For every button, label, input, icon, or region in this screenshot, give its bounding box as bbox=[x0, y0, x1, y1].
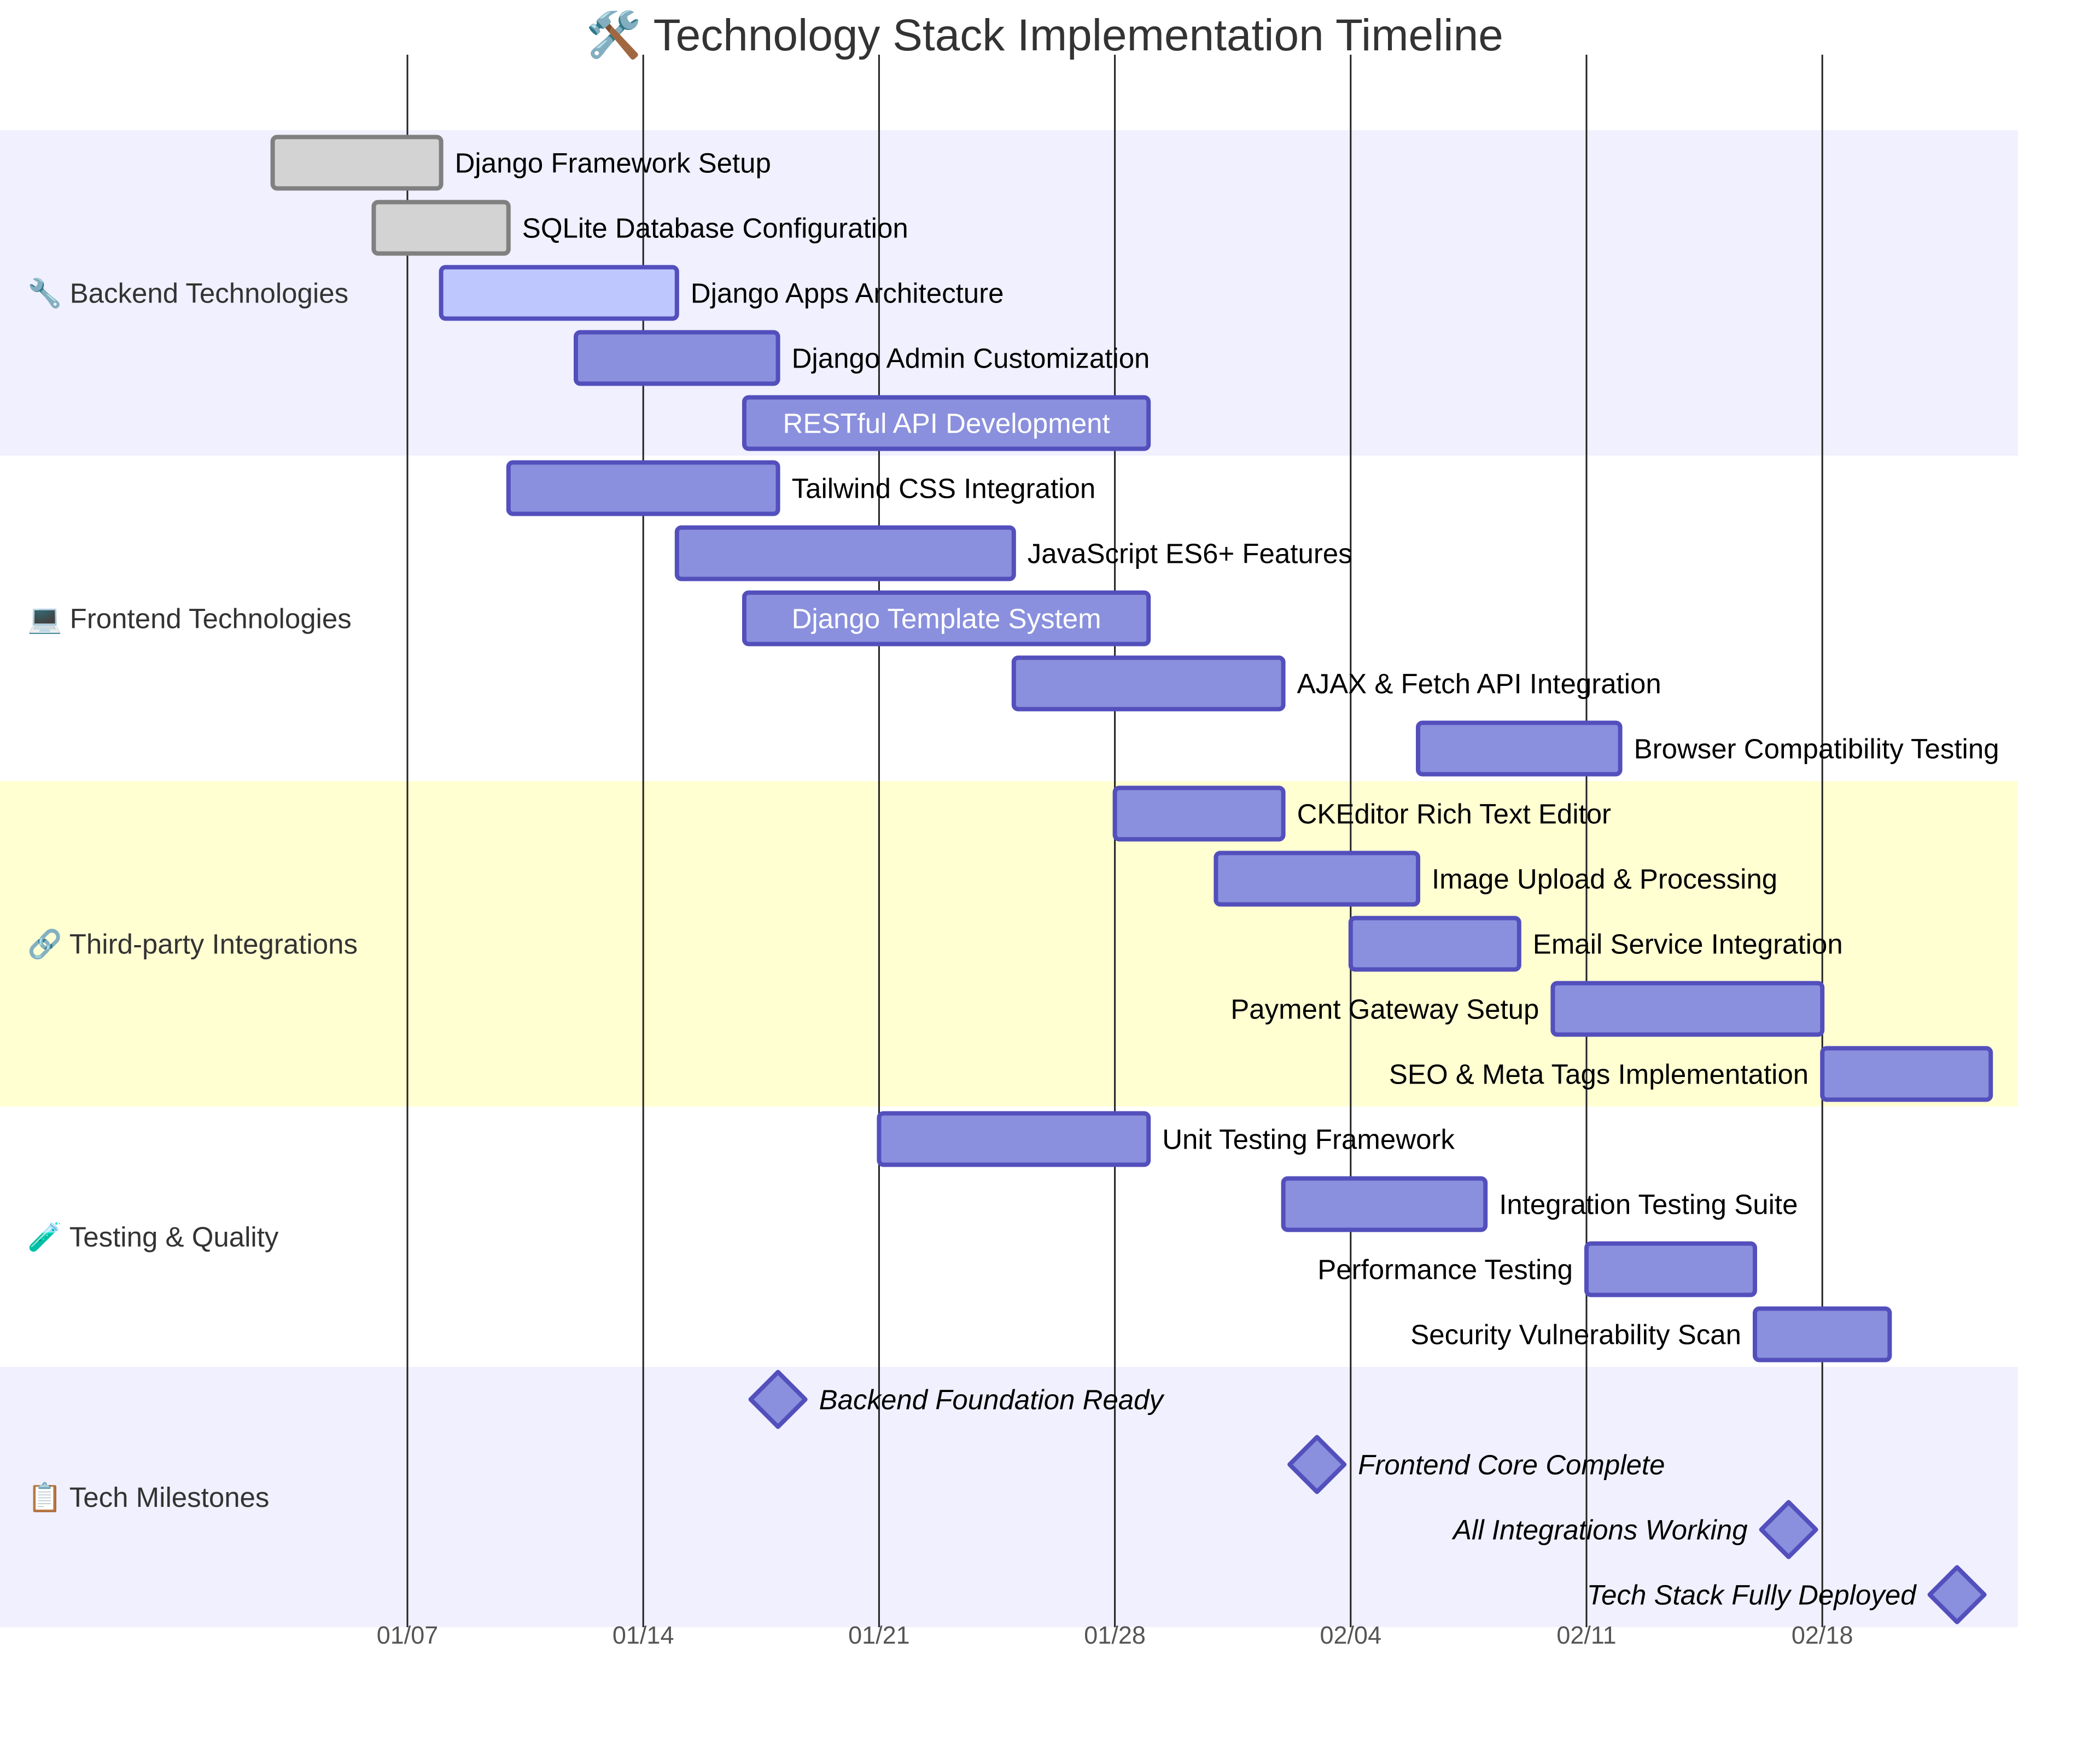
x-tick-label: 02/04 bbox=[1320, 1621, 1381, 1649]
task-bar bbox=[742, 590, 1151, 647]
task-bar bbox=[742, 395, 1151, 451]
task-bar bbox=[506, 460, 780, 516]
task-label: AJAX & Fetch API Integration bbox=[1297, 668, 1661, 700]
task-label: Browser Compatibility Testing bbox=[1634, 733, 1999, 765]
task-label: Unit Testing Framework bbox=[1162, 1124, 1455, 1155]
task-label: CKEditor Rich Text Editor bbox=[1297, 799, 1611, 830]
x-axis-ticks: 01/07 01/14 01/21 01/28 02/04 02/11 02/18 bbox=[377, 1621, 1853, 1649]
task-label: Django Apps Architecture bbox=[691, 278, 1004, 309]
chart-title: 🛠️ Technology Stack Implementation Timel… bbox=[586, 8, 1503, 60]
task-label: SQLite Database Configuration bbox=[522, 213, 908, 244]
x-tick-label: 01/28 bbox=[1084, 1621, 1146, 1649]
task-label: Django Admin Customization bbox=[792, 343, 1150, 374]
x-tick-label: 01/07 bbox=[377, 1621, 439, 1649]
milestone-marker bbox=[1287, 1435, 1347, 1494]
task-bar bbox=[574, 330, 780, 386]
section-label: 📋 Tech Milestones bbox=[27, 1481, 269, 1513]
milestone-label: Frontend Core Complete bbox=[1358, 1449, 1665, 1481]
task-bar bbox=[439, 265, 679, 321]
milestone-marker bbox=[748, 1370, 808, 1429]
milestone-marker bbox=[1927, 1565, 1987, 1624]
x-tick-label: 01/14 bbox=[612, 1621, 674, 1649]
task-bar bbox=[1416, 720, 1623, 777]
x-tick-label: 01/21 bbox=[848, 1621, 910, 1649]
task-bar bbox=[1753, 1306, 1892, 1362]
section-labels: 🔧 Backend Technologies 💻 Frontend Technol… bbox=[27, 277, 358, 1514]
task-bar bbox=[1011, 655, 1286, 712]
task-bar bbox=[1550, 981, 1825, 1037]
x-tick-label: 02/11 bbox=[1556, 1621, 1616, 1649]
task-bar bbox=[1214, 851, 1420, 907]
milestone-marker bbox=[1759, 1500, 1818, 1559]
milestone-label: All Integrations Working bbox=[1451, 1515, 1748, 1546]
task-label: Performance Testing bbox=[1317, 1254, 1573, 1285]
task-label: Tailwind CSS Integration bbox=[792, 473, 1096, 504]
task-label: Payment Gateway Setup bbox=[1230, 994, 1539, 1025]
task-label: Security Vulnerability Scan bbox=[1410, 1319, 1741, 1350]
section-band bbox=[0, 781, 2018, 1107]
task-bar bbox=[1348, 916, 1521, 972]
task-label: SEO & Meta Tags Implementation bbox=[1389, 1059, 1809, 1090]
task-label: JavaScript ES6+ Features bbox=[1028, 538, 1352, 569]
task-label: Email Service Integration bbox=[1533, 929, 1843, 960]
milestone-label: Backend Foundation Ready bbox=[819, 1384, 1165, 1416]
task-bar bbox=[674, 525, 1016, 581]
x-tick-label: 02/18 bbox=[1792, 1621, 1853, 1649]
milestone-label: Tech Stack Fully Deployed bbox=[1587, 1580, 1917, 1611]
section-label: 💻 Frontend Technologies bbox=[27, 603, 352, 635]
section-label: 🔧 Backend Technologies bbox=[27, 277, 348, 310]
task-bar bbox=[1820, 1046, 1993, 1102]
task-label: Integration Testing Suite bbox=[1499, 1189, 1798, 1220]
task-label: Django Template System bbox=[792, 603, 1101, 634]
task-label: Django Framework Setup bbox=[455, 148, 771, 179]
task-label: Image Upload & Processing bbox=[1432, 864, 1777, 895]
task-label: RESTful API Development bbox=[783, 408, 1110, 439]
task-bar bbox=[371, 200, 511, 256]
task-bar bbox=[1112, 785, 1286, 842]
section-band bbox=[0, 1367, 2018, 1627]
task-bar bbox=[1281, 1176, 1488, 1232]
task-bar bbox=[877, 1111, 1151, 1167]
section-label: 🧪 Testing & Quality bbox=[27, 1221, 279, 1253]
task-bar bbox=[1584, 1241, 1757, 1297]
task-bar bbox=[270, 135, 444, 191]
section-label: 🔗 Third-party Integrations bbox=[27, 928, 358, 961]
